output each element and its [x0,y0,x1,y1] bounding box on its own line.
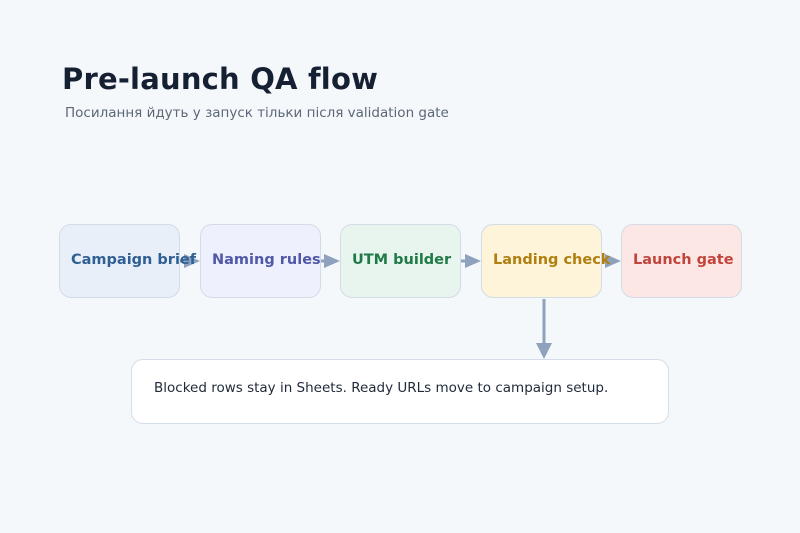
note-box [131,359,669,424]
node-utm-builder [340,224,461,298]
note-text: Blocked rows stay in Sheets. Ready URLs … [154,380,609,396]
diagram-title: Pre-launch QA flow [62,62,379,96]
diagram-subtitle: Посилання йдуть у запуск тільки після va… [65,105,449,121]
node-landing-check [481,224,602,298]
arrow-naming-rules-to-utm-builder-head [324,254,340,268]
node-label-launch-gate: Launch gate [633,252,734,268]
node-naming-rules [200,224,321,298]
arrow-campaign-brief-to-naming-rules-head [184,254,200,268]
arrow-landing-check-to-launch-gate-head [605,254,621,268]
node-label-landing-check: Landing check [493,252,611,268]
node-label-utm-builder: UTM builder [352,252,452,268]
node-launch-gate [621,224,742,298]
arrow-utm-builder-to-landing-check-head [465,254,481,268]
node-label-campaign-brief: Campaign brief [71,252,197,268]
node-label-naming-rules: Naming rules [212,252,321,268]
arrow-landing-check-to-note-head [536,343,552,359]
node-campaign-brief [59,224,180,298]
